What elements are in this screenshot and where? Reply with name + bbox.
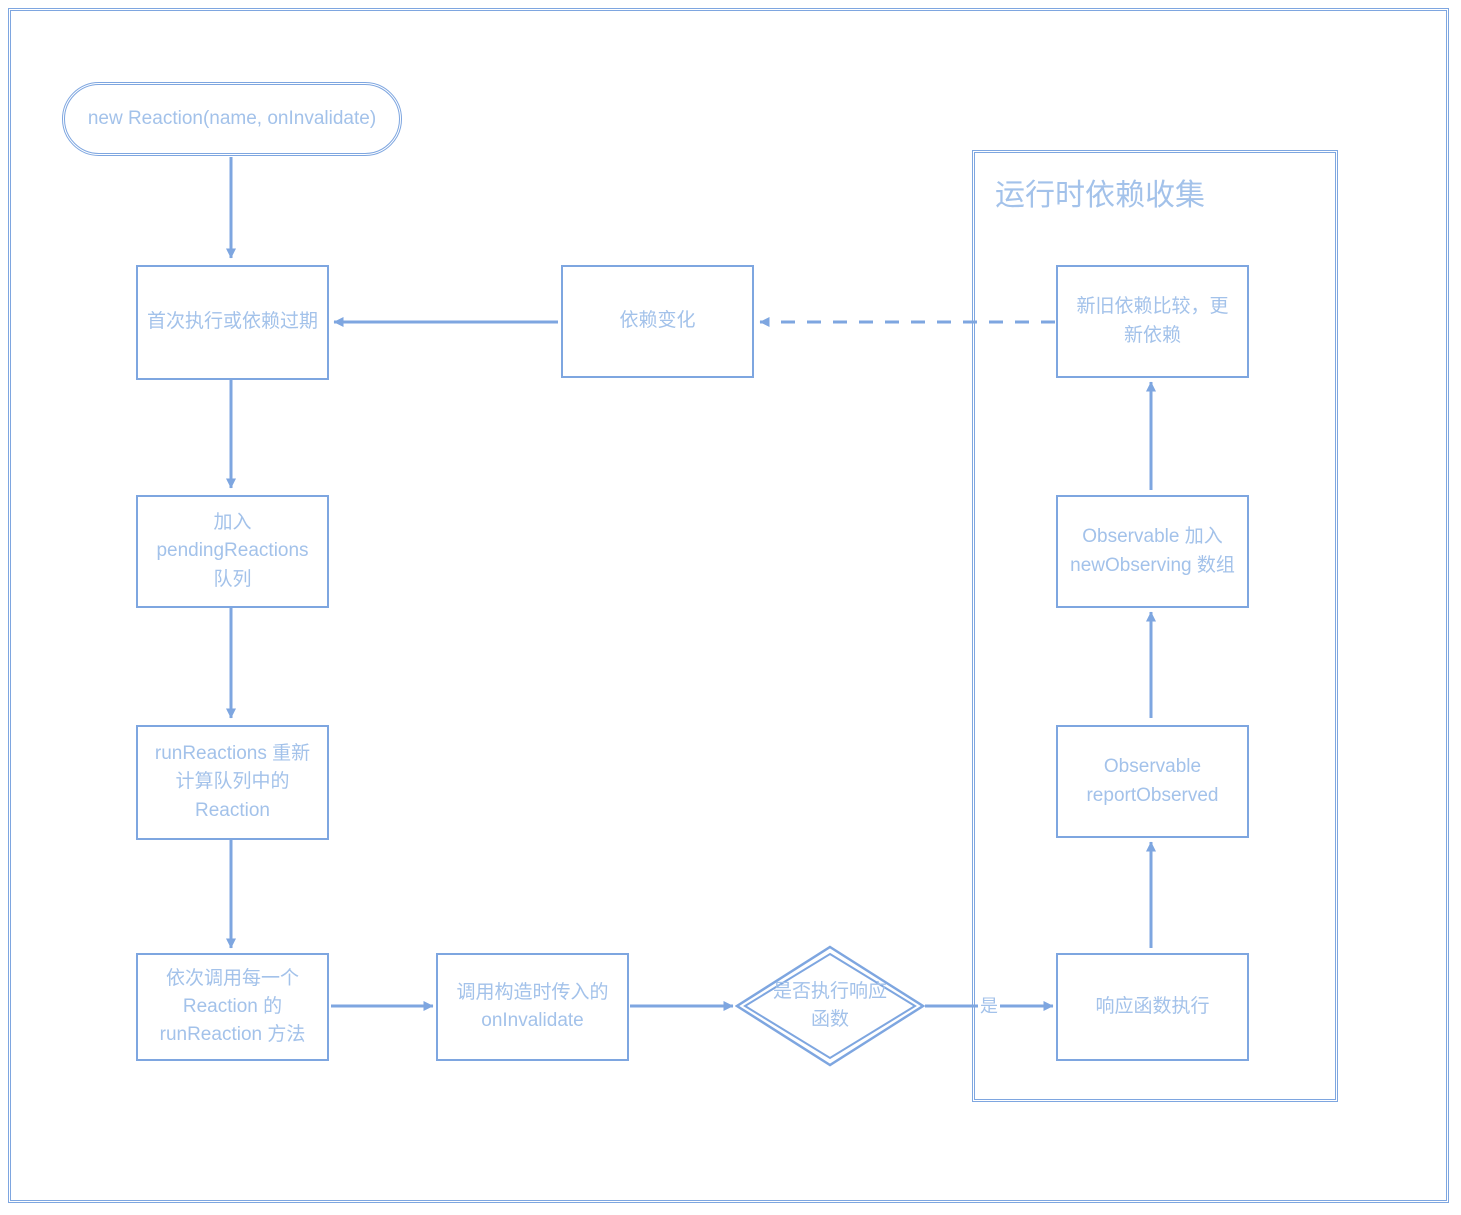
node-compare-and-update-deps[interactable]: 新旧依赖比较，更 新依赖 bbox=[1056, 265, 1249, 378]
node-run-reactions[interactable]: runReactions 重新 计算队列中的 Reaction bbox=[136, 725, 329, 840]
node-observable-report-observed[interactable]: Observable reportObserved bbox=[1056, 725, 1249, 838]
group-runtime-dependency-collection bbox=[972, 150, 1338, 1102]
node-call-run-reaction-line1: 依次调用每一个 bbox=[165, 967, 299, 989]
node-enqueue-line3: 队列 bbox=[213, 568, 252, 590]
node-new-reaction-label: new Reaction(name, onInvalidate) bbox=[87, 107, 377, 129]
node-compare-deps-line2: 新依赖 bbox=[1123, 324, 1181, 346]
node-new-reaction[interactable]: new Reaction(name, onInvalidate) bbox=[62, 82, 402, 156]
node-dep-change-label: 依赖变化 bbox=[619, 310, 696, 332]
node-run-reactions-line2: 计算队列中的 bbox=[175, 771, 290, 793]
node-call-on-invalidate-line1: 调用构造时传入的 bbox=[456, 981, 609, 1003]
node-call-run-reaction-line3: runReaction 方法 bbox=[159, 1024, 306, 1046]
node-dependency-changed[interactable]: 依赖变化 bbox=[561, 265, 754, 378]
node-enqueue-line2: pendingReactions bbox=[156, 540, 309, 562]
node-run-reactions-line1: runReactions 重新 bbox=[154, 743, 311, 765]
node-decision-line1: 是否执行响应 bbox=[772, 981, 887, 1003]
diamond-outline bbox=[735, 945, 925, 1067]
node-effect-run-label: 响应函数执行 bbox=[1095, 995, 1210, 1017]
node-enqueue-line1: 加入 bbox=[213, 512, 252, 534]
node-call-on-invalidate-line2: onInvalidate bbox=[481, 1010, 584, 1031]
edge-label-yes: 是 bbox=[978, 996, 1000, 1016]
group-title: 运行时依赖收集 bbox=[995, 179, 1205, 212]
node-effect-function-run[interactable]: 响应函数执行 bbox=[1056, 953, 1249, 1061]
node-first-run-label: 首次执行或依赖过期 bbox=[146, 311, 318, 333]
node-add-new-observing-line2: newObserving 数组 bbox=[1070, 554, 1235, 576]
node-decision-run-effect[interactable]: 是否执行响应 函数 bbox=[735, 945, 925, 1067]
node-run-reactions-line3: Reaction bbox=[195, 799, 270, 821]
node-report-observed-line2: reportObserved bbox=[1086, 784, 1219, 806]
node-add-new-observing-line1: Observable 加入 bbox=[1082, 526, 1223, 548]
node-enqueue-pending-reactions[interactable]: 加入 pendingReactions 队列 bbox=[136, 495, 329, 608]
node-decision-line2: 函数 bbox=[810, 1009, 849, 1030]
node-first-run-or-deps-stale[interactable]: 首次执行或依赖过期 bbox=[136, 265, 329, 380]
node-decision-label-wrap: 是否执行响应 函数 bbox=[773, 978, 887, 1033]
node-add-to-new-observing[interactable]: Observable 加入 newObserving 数组 bbox=[1056, 495, 1249, 608]
node-report-observed-line1: Observable bbox=[1103, 756, 1202, 778]
node-call-run-reaction[interactable]: 依次调用每一个 Reaction 的 runReaction 方法 bbox=[136, 953, 329, 1061]
node-compare-deps-line1: 新旧依赖比较，更 bbox=[1076, 296, 1229, 318]
node-call-run-reaction-line2: Reaction 的 bbox=[182, 995, 283, 1017]
node-call-on-invalidate[interactable]: 调用构造时传入的 onInvalidate bbox=[436, 953, 629, 1061]
